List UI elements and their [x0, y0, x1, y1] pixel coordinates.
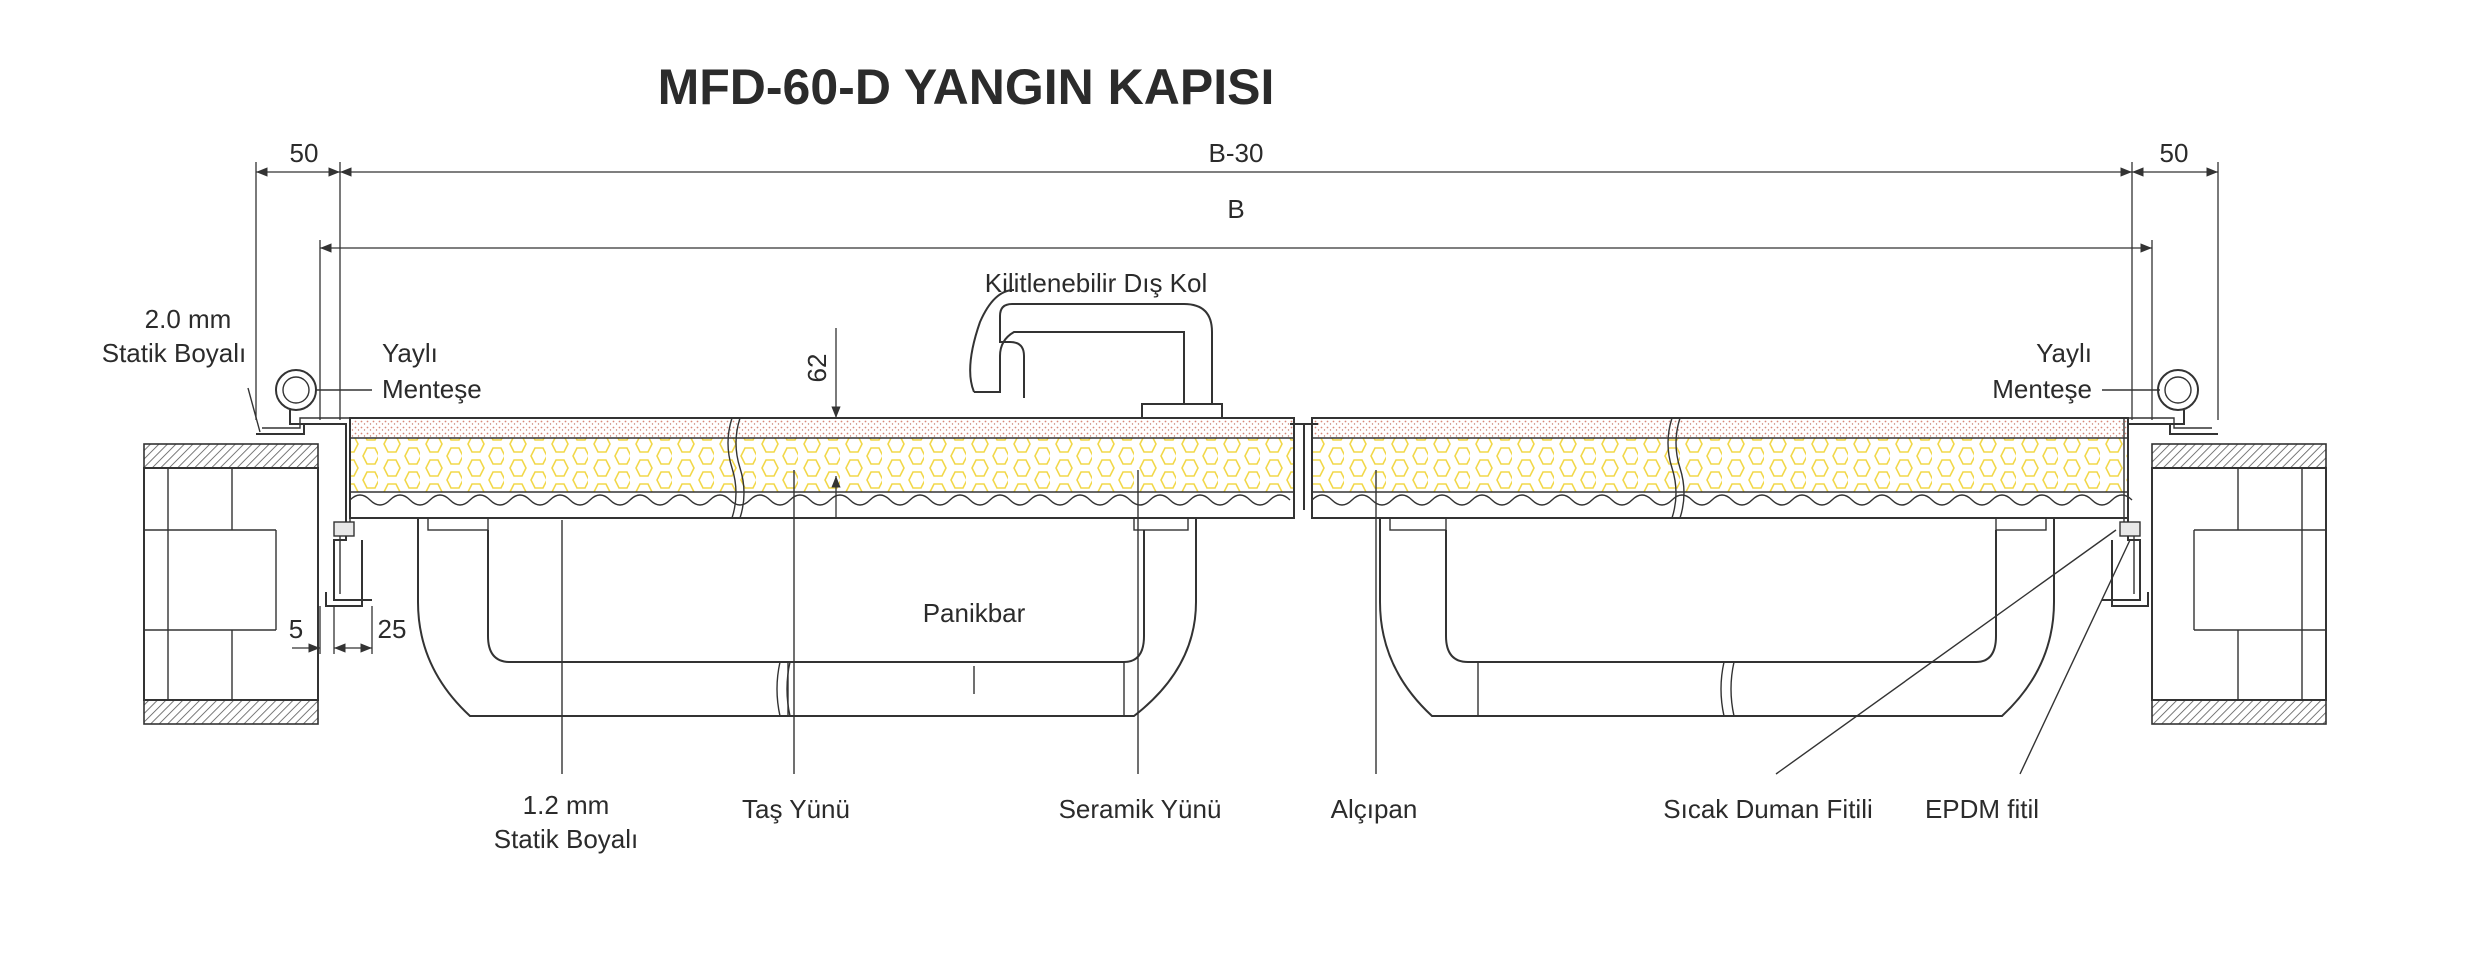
dimension-lines — [255, 162, 2219, 420]
label-hinge-left-2: Menteşe — [382, 374, 482, 404]
label-smoke-seal: Sıcak Duman Fitili — [1663, 794, 1873, 824]
dim-left-margin: 50 — [290, 138, 319, 168]
lever-handle — [969, 289, 1223, 419]
label-lever-handle: Kilitlenebilir Dış Kol — [985, 268, 1208, 298]
left-hinge — [275, 369, 318, 425]
label-leaf-thickness: 1.2 mm — [523, 790, 610, 820]
label-stone-wool: Taş Yünü — [742, 794, 850, 824]
label-epdm-seal: EPDM fitil — [1925, 794, 2039, 824]
dim-inner-width: B-30 — [1209, 138, 1264, 168]
dim-gap-left: 5 — [289, 614, 303, 644]
label-hinge-left-1: Yaylı — [382, 338, 438, 368]
label-leaf-finish: Statik Boyalı — [494, 824, 639, 854]
label-hinge-right-2: Menteşe — [1992, 374, 2092, 404]
right-hinge — [2156, 369, 2199, 425]
dim-gap-right: 25 — [378, 614, 407, 644]
dim-thickness: 62 — [802, 354, 832, 383]
leader-lines — [247, 387, 2160, 775]
drawing-title: MFD-60-D YANGIN KAPISI — [658, 59, 1275, 115]
label-hinge-right-1: Yaylı — [2036, 338, 2092, 368]
left-wall — [143, 443, 319, 725]
label-frame-thickness: 2.0 mm — [145, 304, 232, 334]
right-wall — [2151, 443, 2327, 725]
label-gypsum-board: Alçıpan — [1331, 794, 1418, 824]
meeting-stile — [1290, 418, 1318, 518]
label-frame-finish: Statik Boyalı — [102, 338, 247, 368]
label-ceramic-wool: Seramik Yünü — [1059, 794, 1222, 824]
dim-right-margin: 50 — [2160, 138, 2189, 168]
door-leaf-right — [1311, 417, 2133, 519]
gap-dimensions — [292, 606, 373, 654]
panic-bar-right — [1379, 517, 2055, 717]
door-leaf-left — [349, 417, 1295, 519]
dim-overall-width: B — [1227, 194, 1244, 224]
panic-bar-left — [417, 517, 1197, 717]
label-panic-bar: Panikbar — [923, 598, 1026, 628]
